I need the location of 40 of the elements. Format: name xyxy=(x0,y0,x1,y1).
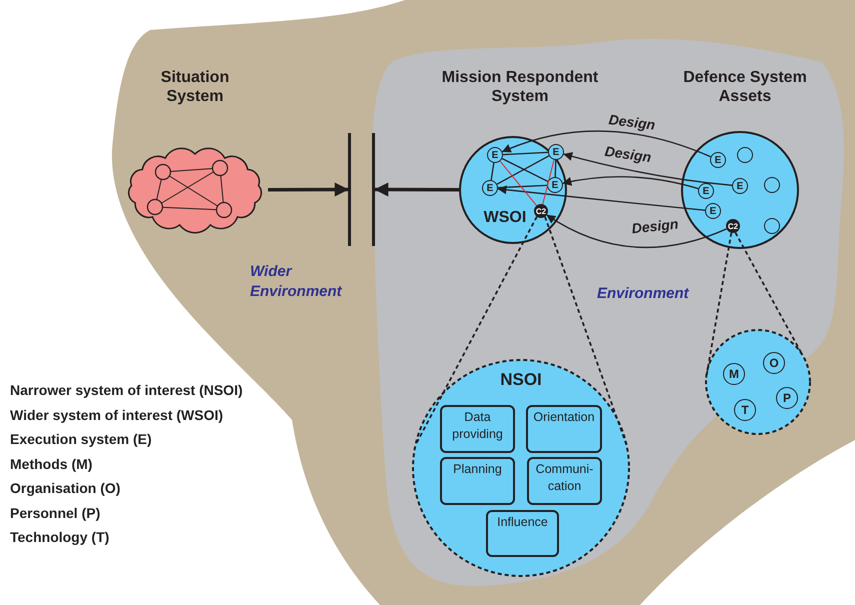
arrow xyxy=(546,214,727,248)
definition-text: Narrower system of interest (NSOI) xyxy=(10,382,243,398)
connector-line xyxy=(502,158,548,182)
connector-line xyxy=(705,232,732,378)
connector-line xyxy=(502,152,548,156)
function-box: Planning xyxy=(440,457,515,505)
connector-line xyxy=(554,160,556,178)
function-box: Influence xyxy=(486,510,559,557)
region-label: Environment xyxy=(597,284,690,304)
arrow xyxy=(498,185,706,211)
connector-line xyxy=(544,216,628,446)
boundary-bar xyxy=(372,133,375,246)
boundary-bar xyxy=(348,133,351,246)
arrow xyxy=(563,152,732,186)
heading: Situation System xyxy=(160,68,230,106)
definition-text: Technology (T) xyxy=(10,529,110,545)
arrow xyxy=(502,130,711,158)
connector-line xyxy=(496,155,550,185)
definition-text: Wider system of interest (WSOI) xyxy=(10,406,224,422)
connector-line xyxy=(490,162,494,180)
definition-text: Personnel (P) xyxy=(10,504,100,520)
circle-label: WSOI xyxy=(482,208,528,228)
connector-line xyxy=(500,160,538,206)
definition-text: Organisation (O) xyxy=(10,480,120,496)
function-box: Orientation xyxy=(526,405,602,453)
arrow xyxy=(268,182,349,197)
connector-line xyxy=(414,216,538,446)
arrow xyxy=(562,176,699,190)
connector-line xyxy=(734,232,804,356)
definition-text: Execution system (E) xyxy=(10,431,152,447)
circle-label: NSOI xyxy=(499,370,543,390)
region-label: Wider Environment xyxy=(250,262,343,301)
heading: Mission Respondent System xyxy=(440,68,600,106)
connector-line xyxy=(498,184,548,188)
connector-line xyxy=(542,159,555,205)
function-box: Communi-cation xyxy=(527,457,602,505)
arrow xyxy=(374,182,460,197)
definition-text: Methods (M) xyxy=(10,456,92,472)
heading: Defence System Assets xyxy=(682,68,808,106)
function-box: Data providing xyxy=(440,405,515,453)
